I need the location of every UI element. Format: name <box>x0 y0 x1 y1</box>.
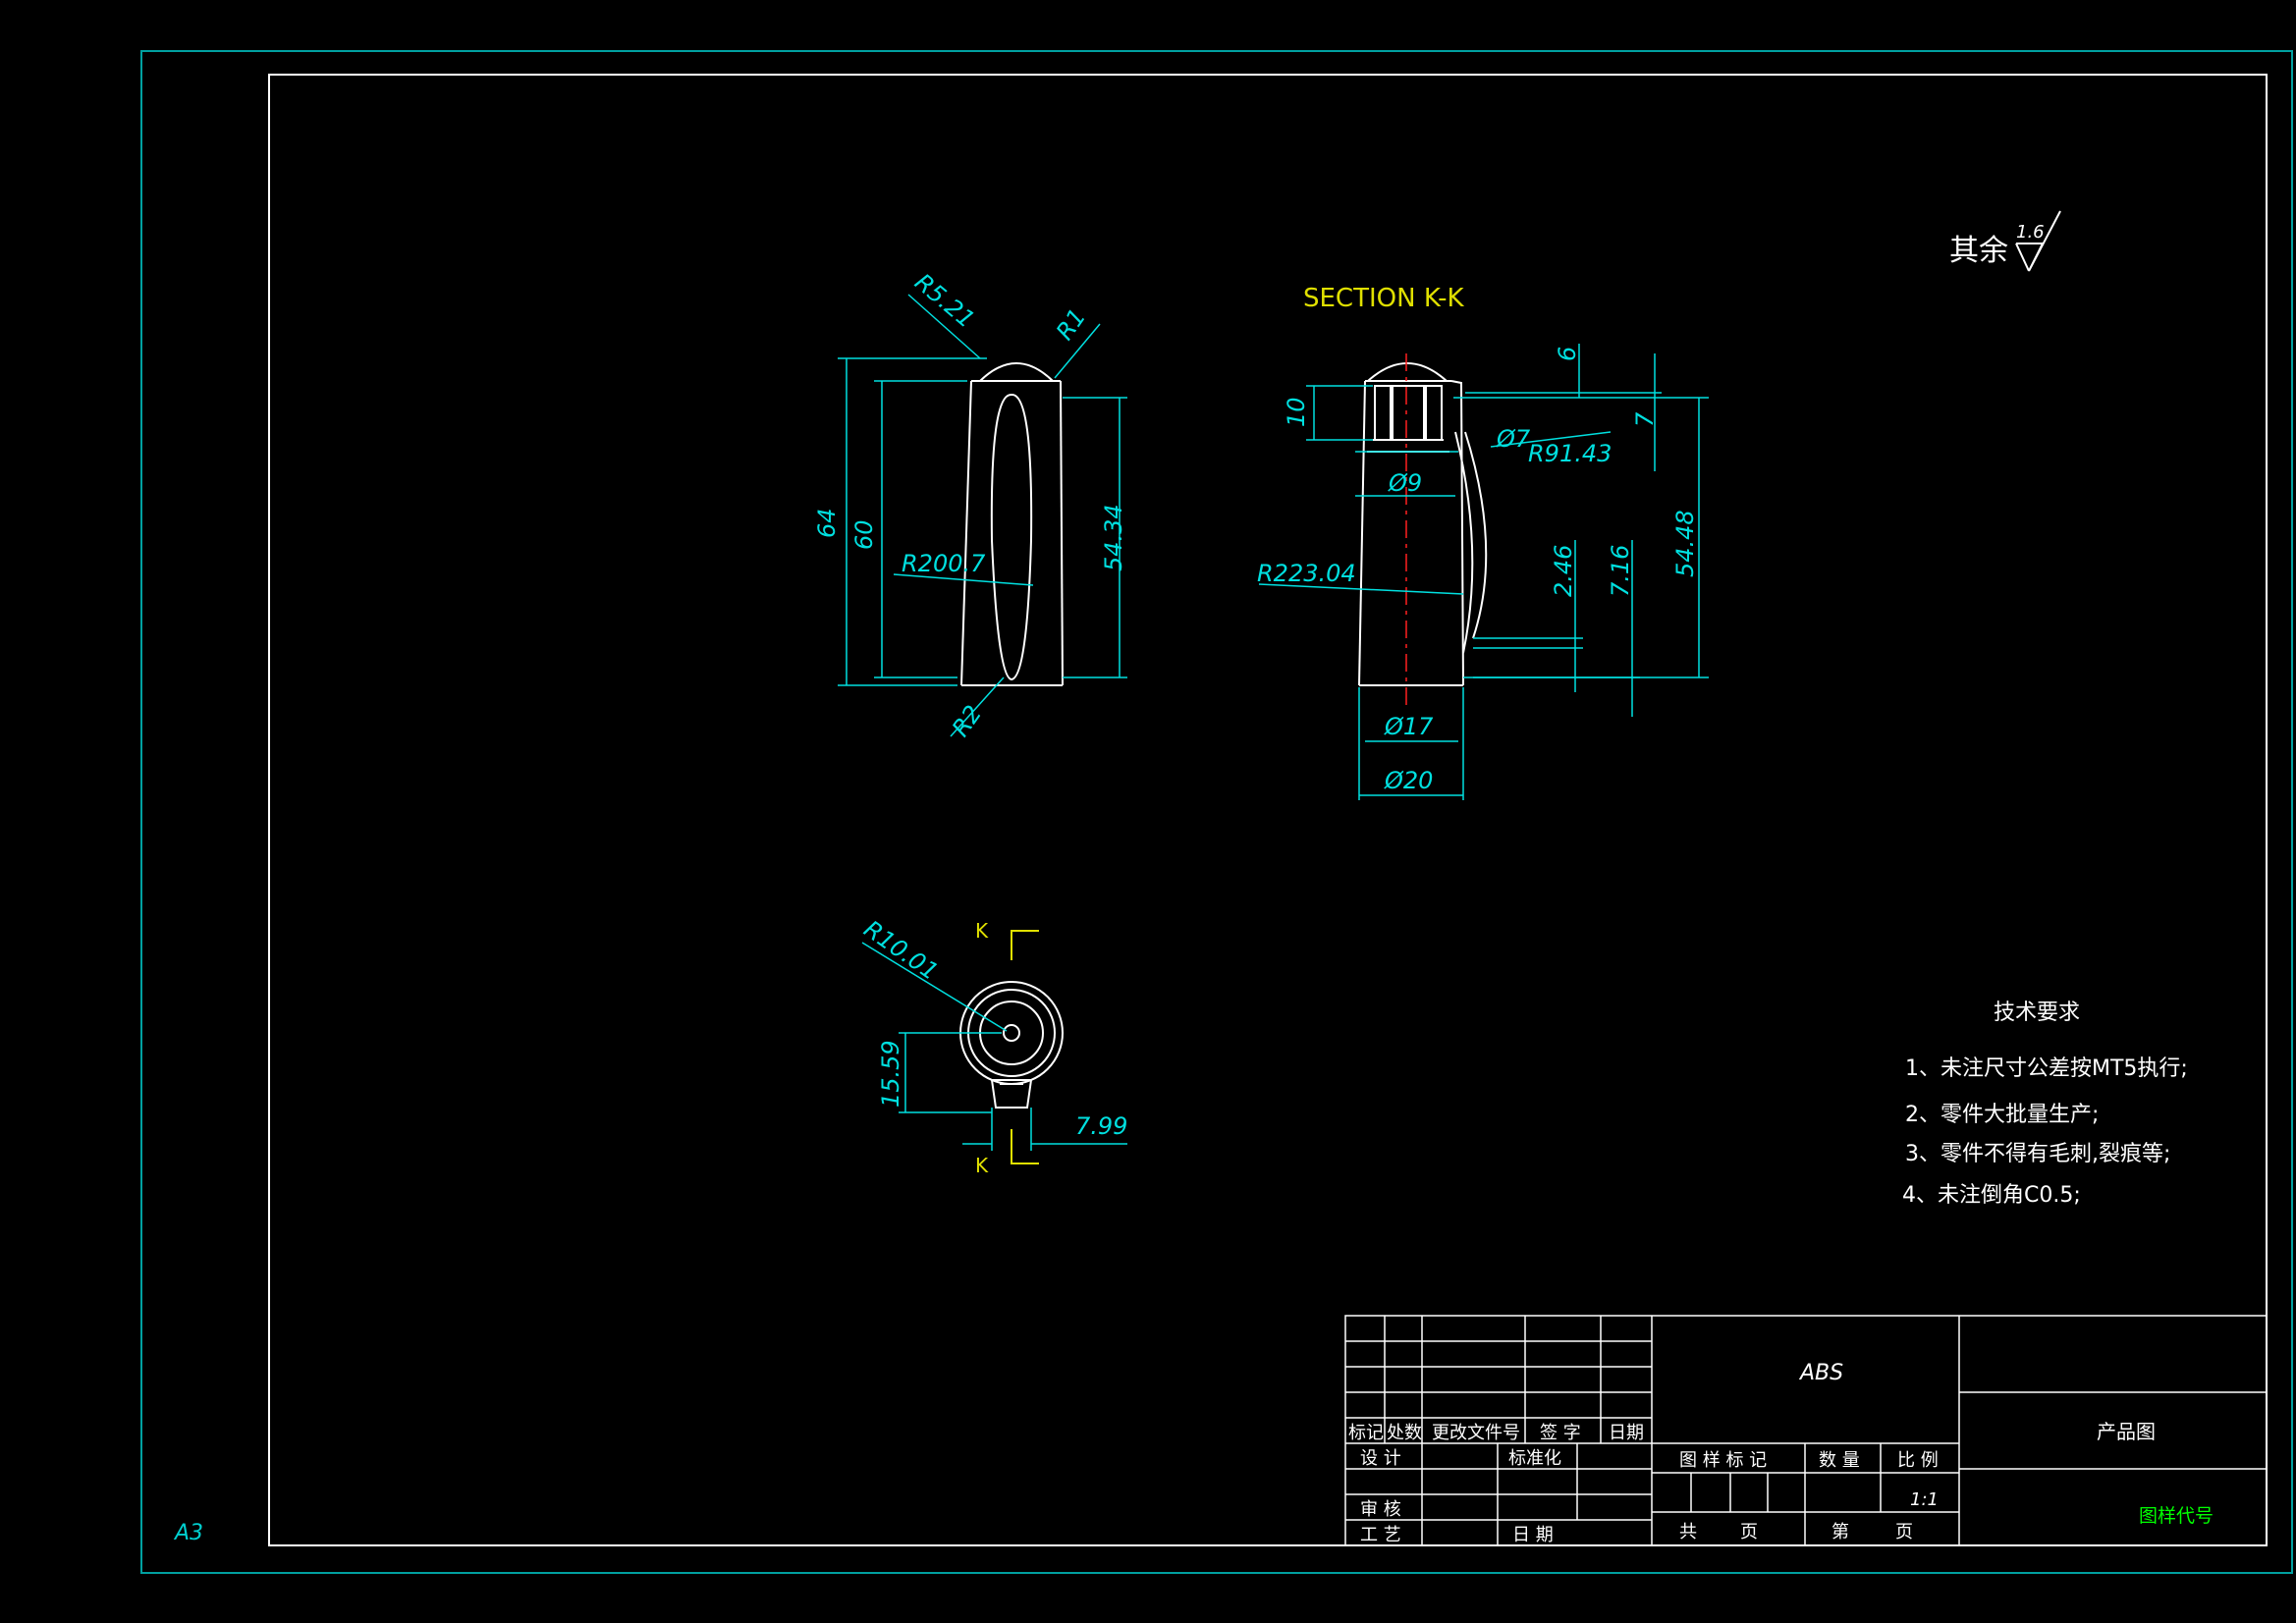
section-view: SECTION K-K <box>1257 284 1709 800</box>
front-view: R5.21 R1 64 60 54.34 R200.7 R2 <box>813 268 1127 741</box>
section-view-geometry <box>1358 362 1488 686</box>
section-title: SECTION K-K <box>1303 284 1465 313</box>
tech-title: 技术要求 <box>1994 1001 2080 1025</box>
dim-d7: 7 <box>1631 411 1659 427</box>
inner-frame <box>268 74 2268 1546</box>
dim-r2007: R200.7 <box>902 550 986 577</box>
qty-label: 数 量 <box>1819 1450 1860 1471</box>
top-view-dim-text: R10.01 15.59 7.99 <box>859 915 1128 1140</box>
dim-h64: 64 <box>813 508 841 538</box>
dim-r1: R1 <box>1051 303 1091 345</box>
tech-requirements: 技术要求 1、未注尺寸公差按MT5执行; 2、零件大批量生产; 3、零件不得有毛… <box>1902 1001 2188 1208</box>
section-mark-top: K <box>975 919 989 943</box>
dim-r1001: R10.01 <box>859 915 944 986</box>
section-mark-bottom: K <box>975 1154 989 1177</box>
page-no-label: 第 <box>1831 1522 1849 1542</box>
dim-d246: 2.46 <box>1550 545 1577 597</box>
rev-header: 日期 <box>1609 1423 1644 1443</box>
dim-d1559: 15.59 <box>877 1040 904 1108</box>
part-name: 产品图 <box>2097 1420 2156 1443</box>
mark-label: 图 样 标 记 <box>1679 1450 1767 1471</box>
process-label: 工 艺 <box>1360 1525 1401 1545</box>
roughness-label: 其余 <box>1949 234 2008 268</box>
front-view-dimensions <box>838 294 1127 737</box>
rev-header: 签 字 <box>1540 1423 1581 1443</box>
dim-r2: R2 <box>947 700 987 741</box>
scale-label: 比 例 <box>1897 1450 1939 1471</box>
drawing-code: 图样代号 <box>2139 1505 2214 1527</box>
front-view-geometry <box>960 362 1064 686</box>
outer-frame <box>140 50 2293 1574</box>
standardize-label: 标准化 <box>1508 1448 1561 1469</box>
title-block: ABS 产品图 图样代号 标记 处数 更改文件号 签 字 日期 设 计 标准化 … <box>1344 1315 2268 1546</box>
rev-header: 标记 <box>1348 1423 1384 1443</box>
roughness-top-line <box>2015 243 2030 272</box>
design-label: 设 计 <box>1360 1448 1401 1469</box>
tech-item: 2、零件大批量生产; <box>1905 1103 2099 1127</box>
dim-phi20: Ø20 <box>1384 767 1433 794</box>
sheet-size-label: A3 <box>173 1521 203 1545</box>
dim-phi9: Ø9 <box>1388 469 1422 497</box>
roughness-triangle <box>2016 210 2061 272</box>
dim-phi7: Ø7 <box>1496 425 1531 453</box>
top-view-geometry <box>959 981 1064 1109</box>
title-block-grid <box>1344 1315 2268 1546</box>
dim-d6: 6 <box>1554 347 1581 361</box>
tech-item: 1、未注尺寸公差按MT5执行; <box>1905 1056 2188 1081</box>
sheet-word: 页 <box>1895 1522 1913 1542</box>
material-value: ABS <box>1798 1361 1843 1385</box>
dim-r521: R5.21 <box>909 268 980 334</box>
date-label: 日 期 <box>1512 1525 1554 1545</box>
dim-d10: 10 <box>1283 397 1310 427</box>
scale-value: 1:1 <box>1910 1489 1939 1510</box>
roughness-symbol: 其余 1.6 <box>1949 210 2061 272</box>
section-cut-marks <box>1011 930 1039 1164</box>
dim-r22304: R223.04 <box>1257 560 1356 587</box>
dim-phi17: Ø17 <box>1384 713 1434 740</box>
section-view-dimensions <box>1258 344 1709 800</box>
sheet-word: 页 <box>1740 1522 1758 1542</box>
tech-item: 4、未注倒角C0.5; <box>1902 1183 2081 1208</box>
tech-item: 3、零件不得有毛刺,裂痕等; <box>1905 1142 2170 1166</box>
dim-d799: 7.99 <box>1075 1112 1127 1140</box>
roughness-value: 1.6 <box>2016 222 2045 243</box>
dim-r9143: R91.43 <box>1528 440 1612 467</box>
front-view-dim-text: R5.21 R1 64 60 54.34 R200.7 R2 <box>813 268 1127 741</box>
dim-d5448: 54.48 <box>1671 510 1699 577</box>
total-label: 共 <box>1679 1522 1697 1542</box>
rev-header: 更改文件号 <box>1432 1423 1520 1443</box>
top-view-dimensions <box>861 942 1127 1151</box>
dim-d716: 7.16 <box>1607 545 1634 597</box>
top-view: K K R10.01 15.59 7.99 <box>859 915 1128 1177</box>
title-block-text: ABS 产品图 图样代号 标记 处数 更改文件号 签 字 日期 设 计 标准化 … <box>1348 1361 2214 1545</box>
section-view-dim-text: 6 10 7 Ø7 R91.43 Ø9 R223.04 2.46 7.16 54… <box>1257 347 1699 794</box>
dim-h5434: 54.34 <box>1100 504 1127 571</box>
rev-header: 处数 <box>1387 1423 1422 1443</box>
check-label: 审 核 <box>1360 1499 1401 1520</box>
dim-h60: 60 <box>850 519 878 550</box>
